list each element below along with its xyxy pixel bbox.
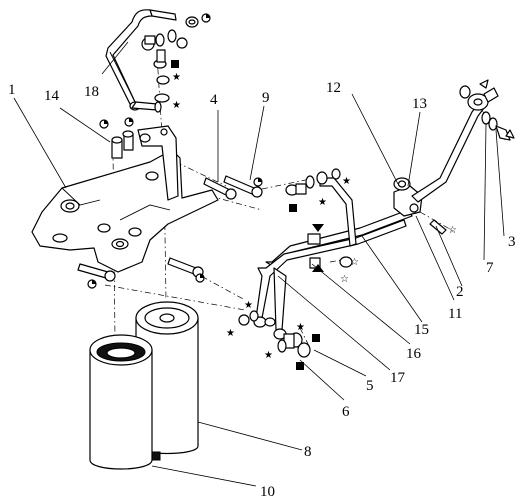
white-star-icon: ☆ <box>350 257 359 268</box>
clock-dial-icon <box>201 13 211 23</box>
star-marks: ★ ★ ★ ★ ★ ★ ★ ★ ☆ ☆ ☆ <box>172 72 457 361</box>
callout-4: 4 <box>210 92 218 108</box>
black-square-marks <box>171 60 320 370</box>
callout-3: 3 <box>508 234 516 250</box>
pipe-clamp <box>307 233 353 269</box>
part-13-junction <box>393 177 423 217</box>
callout-7: 7 <box>486 260 494 276</box>
part-1-filter-head <box>31 125 219 273</box>
callout-16: 16 <box>406 346 422 362</box>
white-star-icon: ☆ <box>448 225 457 236</box>
star-icon: ★ <box>342 176 351 187</box>
star-icon: ★ <box>318 197 327 208</box>
star-icon: ★ <box>172 72 181 83</box>
part-17-pipe <box>273 177 357 340</box>
part-2-bolt <box>429 219 447 235</box>
callout-labels: 1 14 18 4 9 12 13 2 7 3 11 15 16 17 5 6 … <box>8 80 516 500</box>
star-icon: ★ <box>244 300 253 311</box>
torque-icons <box>87 13 263 289</box>
callout-14: 14 <box>44 88 60 104</box>
lower-mount-bolts <box>77 257 204 282</box>
tube-top-fittings <box>141 16 199 103</box>
callout-11: 11 <box>448 306 462 322</box>
white-star-icon: ☆ <box>340 274 349 285</box>
callout-5: 5 <box>366 378 374 394</box>
drop-icons <box>312 79 515 272</box>
star-icon: ★ <box>264 350 273 361</box>
leader-lines <box>13 41 505 487</box>
star-icon: ★ <box>172 100 181 111</box>
drop-icon <box>505 129 515 139</box>
drop-icon <box>312 264 324 272</box>
part-4-bolt <box>203 177 237 200</box>
part-17-fittings <box>238 168 341 326</box>
star-icon: ★ <box>296 322 305 333</box>
part-9-bolt <box>223 175 263 198</box>
clock-dial-icon <box>195 273 205 283</box>
clock-dial-icon <box>87 279 97 289</box>
callout-18: 18 <box>84 84 99 100</box>
callout-10: 10 <box>260 484 275 500</box>
callout-1: 1 <box>8 82 16 98</box>
clock-dial-icon <box>253 177 263 187</box>
part-18-tube <box>105 9 177 113</box>
callout-2: 2 <box>456 284 464 300</box>
callout-17: 17 <box>390 370 406 386</box>
part-5-6-fittings <box>264 317 311 358</box>
callout-13: 13 <box>412 96 427 112</box>
right-riser-tube <box>411 87 499 203</box>
callout-12: 12 <box>326 80 341 96</box>
clock-dial-icon <box>124 117 134 127</box>
callout-15: 15 <box>414 322 429 338</box>
star-icon: ★ <box>226 328 235 339</box>
drop-icon <box>479 79 489 89</box>
part-10-filter <box>89 334 153 470</box>
clock-dial-icon <box>99 119 109 129</box>
callout-9: 9 <box>262 90 270 106</box>
part-14-fittings <box>111 130 134 159</box>
callout-8: 8 <box>304 444 312 460</box>
drop-icon <box>312 224 324 232</box>
callout-6: 6 <box>342 404 350 420</box>
